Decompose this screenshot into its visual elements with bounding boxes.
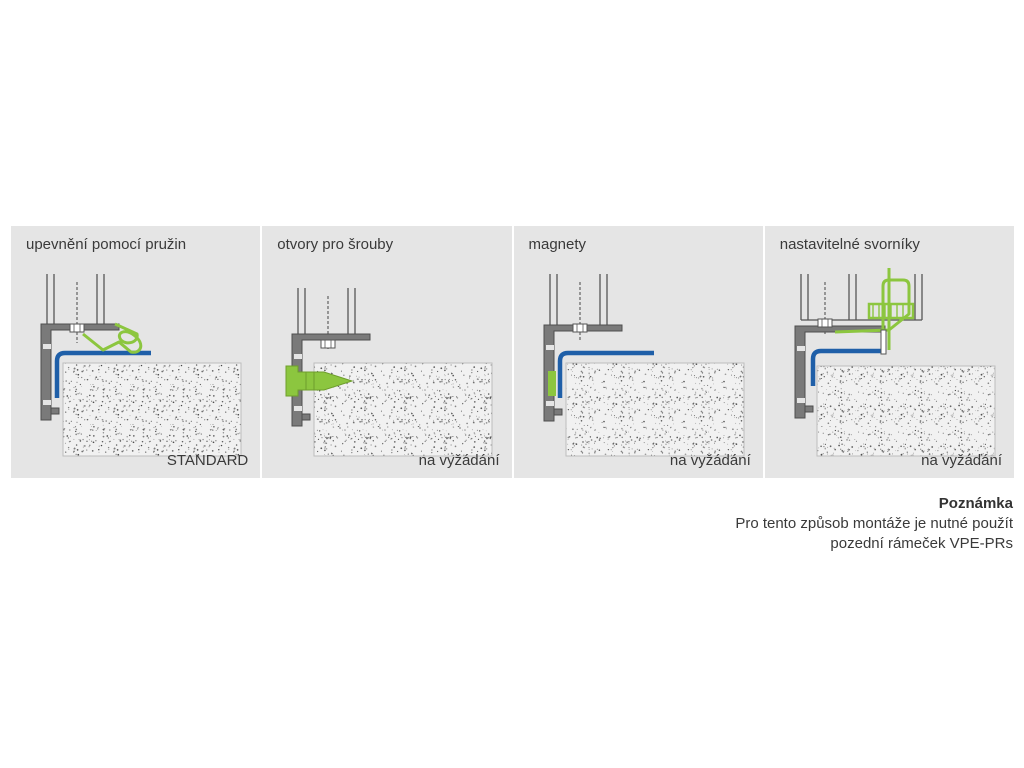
frame-groove bbox=[796, 398, 805, 403]
panel-title: magnety bbox=[528, 236, 587, 253]
bolt-bracket-icon bbox=[834, 278, 911, 344]
spring-mount-diagram bbox=[40, 274, 242, 457]
frame-profile bbox=[40, 323, 120, 421]
frame-hook bbox=[301, 413, 311, 421]
bolt-mount-diagram bbox=[794, 268, 996, 457]
nut-icon bbox=[572, 323, 587, 333]
blue-seal-strip bbox=[54, 350, 151, 398]
panel-spring: upevnění pomocí pružin STANDARD bbox=[11, 226, 261, 478]
frame-groove bbox=[796, 346, 805, 351]
nut-icon bbox=[69, 323, 85, 333]
panel-title: nastavitelné svorníky bbox=[779, 236, 920, 253]
panel-screw: otvory pro šrouby na vyžádání bbox=[262, 226, 512, 478]
note-line: pozední rámeček VPE-PRs bbox=[830, 535, 1013, 552]
note: Poznámka Pro tento způsob montáže je nut… bbox=[735, 494, 1013, 554]
blue-seal-strip bbox=[557, 350, 654, 398]
screw-mount-diagram bbox=[285, 288, 493, 457]
panel-title: otvory pro šrouby bbox=[277, 236, 394, 253]
stone-countertop bbox=[816, 365, 996, 457]
frame-profile bbox=[543, 324, 622, 422]
panel-title: upevnění pomocí pružin bbox=[26, 236, 187, 253]
frame-hook bbox=[50, 407, 60, 415]
magnet-mount-diagram bbox=[543, 274, 744, 457]
frame-groove bbox=[545, 401, 554, 406]
panel-tag: STANDARD bbox=[166, 452, 249, 469]
blue-seal-strip bbox=[810, 348, 883, 386]
frame-groove bbox=[294, 406, 303, 411]
note-title: Poznámka bbox=[938, 495, 1013, 512]
panel-bolt: nastavitelné svorníky na vyžádání bbox=[764, 226, 1014, 478]
nut-icon bbox=[817, 318, 833, 328]
frame-hook bbox=[804, 405, 814, 413]
frame-hook bbox=[553, 408, 562, 416]
frame-groove bbox=[43, 344, 51, 349]
panel-tag: na vyžádání bbox=[669, 452, 751, 469]
frame-groove bbox=[43, 400, 51, 405]
frame-profile bbox=[794, 325, 886, 419]
frame-groove bbox=[294, 354, 303, 359]
spring-clip-icon bbox=[82, 322, 143, 354]
panel-tag: na vyžádání bbox=[418, 452, 500, 469]
bolt-plate bbox=[880, 329, 887, 355]
panel-magnet: magnety na vyžádání bbox=[513, 226, 763, 478]
stone-countertop bbox=[565, 362, 744, 457]
screw-icon bbox=[285, 365, 354, 397]
mounting-options: upevnění pomocí pružin STANDARD otvory p… bbox=[11, 226, 1014, 478]
magnet-icon bbox=[547, 371, 556, 396]
note-line: Pro tento způsob montáže je nutné použít bbox=[735, 515, 1013, 532]
nut-icon bbox=[320, 339, 336, 349]
frame-groove bbox=[545, 345, 554, 350]
panel-tag: na vyžádání bbox=[921, 452, 1002, 469]
frame-profile bbox=[291, 333, 371, 427]
stone-countertop bbox=[62, 362, 242, 457]
